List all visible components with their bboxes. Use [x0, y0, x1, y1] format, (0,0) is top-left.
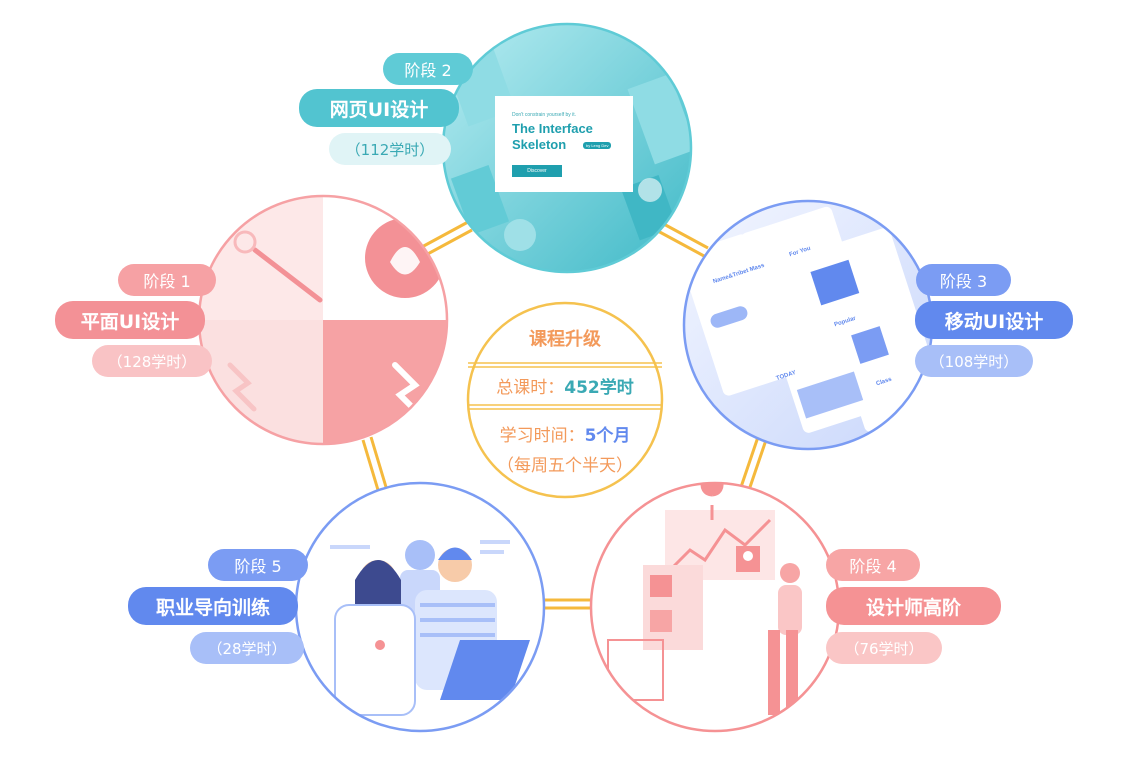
- total-hours-value: 452学时: [564, 378, 634, 398]
- web-card-tagline: Don't constrain yourself by it.: [512, 112, 577, 118]
- connector-2-3: [659, 220, 709, 250]
- center-circle: [466, 301, 664, 499]
- duration-value: 5个月: [584, 426, 631, 446]
- stage-1-title: 平面UI设计: [55, 301, 205, 339]
- connector-5-1: [361, 439, 380, 491]
- duration: 学习时间：5个月: [468, 421, 662, 446]
- duration-note: （每周五个半天）: [497, 456, 633, 476]
- stage-2-hours: （112学时）: [329, 133, 451, 165]
- connector-3-4: [738, 436, 760, 491]
- mobile-today-label: TODAY: [775, 370, 797, 382]
- web-card-headline-2: Skeleton: [512, 137, 567, 152]
- mobile-name-label: Name&Tribet Mass: [712, 262, 766, 286]
- stage-1-hours: （128学时）: [92, 345, 212, 377]
- stage-5-tag: 阶段 5: [208, 549, 308, 581]
- stage-5-image: [296, 483, 544, 731]
- stage-5-title: 职业导向训练: [128, 587, 298, 625]
- stage-3-image: [684, 201, 932, 449]
- duration-label: 学习时间：: [499, 426, 585, 446]
- stage-5-hours: （28学时）: [190, 632, 304, 664]
- stage-3-hours: （108学时）: [915, 345, 1033, 377]
- center-title: 课程升级: [529, 329, 601, 350]
- stage-3-tag: 阶段 3: [916, 264, 1011, 296]
- web-card-headline: The Interface: [512, 121, 593, 136]
- mobile-mock: Name&Tribet Mass For You Popular TODAY C…: [684, 201, 932, 449]
- connector-lines: [361, 220, 768, 610]
- connector-1-2: [419, 220, 469, 250]
- stage-4-title: 设计师高阶: [826, 587, 1001, 625]
- stage-2-tag: 阶段 2: [383, 53, 473, 85]
- center-info: 课程升级 总课时：452学时 学习时间：5个月 （每周五个半天）: [468, 303, 662, 497]
- web-card: Don't constrain yourself by it. The Inte…: [495, 96, 633, 192]
- mobile-popular-label: Popular: [833, 315, 857, 329]
- stage-4-tag: 阶段 4: [826, 549, 920, 581]
- stage-2-title: 网页UI设计: [299, 89, 459, 127]
- stage-4-hours: （76学时）: [826, 632, 942, 664]
- stage-3-title: 移动UI设计: [915, 301, 1073, 339]
- web-card-discover-button[interactable]: Discover: [512, 165, 562, 177]
- stage-4-image: [591, 483, 839, 731]
- stage-1-tag: 阶段 1: [118, 264, 216, 296]
- web-card-badge: by Leng Dev: [583, 142, 612, 149]
- mobile-for-you-label: For You: [788, 245, 812, 259]
- total-hours: 总课时：452学时: [468, 373, 662, 398]
- total-hours-label: 总课时：: [496, 378, 565, 398]
- mobile-class-label: Class: [875, 376, 893, 388]
